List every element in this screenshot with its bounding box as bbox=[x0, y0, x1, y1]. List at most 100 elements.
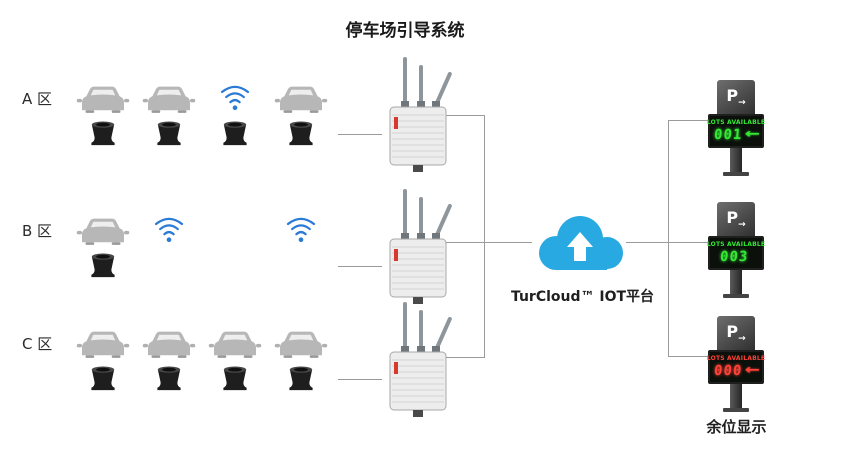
cloud-upload-icon bbox=[539, 216, 623, 270]
wifi-signal-icon bbox=[286, 217, 316, 243]
vacant-spot-signal bbox=[153, 212, 185, 248]
parking-spot-cell bbox=[136, 325, 202, 393]
connector-line bbox=[668, 242, 708, 243]
connector-line bbox=[668, 356, 708, 357]
led-panel-title: LOTS AVAILABLE bbox=[706, 240, 766, 248]
lots-display-1: P→ LOTS AVAILABLE 001 ← bbox=[706, 80, 766, 176]
sensor-slot bbox=[286, 120, 316, 148]
available-count: 001 bbox=[713, 126, 744, 143]
diagram-title: 停车场引导系统 bbox=[345, 21, 465, 41]
display-stand bbox=[730, 384, 742, 408]
ground-sensor-icon bbox=[91, 253, 115, 278]
led-panel: LOTS AVAILABLE 003 bbox=[706, 236, 766, 270]
parking-spot-cell bbox=[70, 325, 136, 393]
display-pylon: P→ bbox=[717, 316, 755, 352]
parking-spot-cell bbox=[202, 325, 268, 393]
car-icon bbox=[274, 331, 328, 358]
wireless-gateway-icon bbox=[389, 302, 452, 417]
sensor-slot bbox=[88, 365, 118, 393]
display-base bbox=[723, 408, 749, 412]
parking-spot-cell bbox=[70, 212, 136, 280]
sensor-slot bbox=[154, 365, 184, 393]
led-panel-title: LOTS AVAILABLE bbox=[706, 354, 766, 362]
ground-sensor-icon bbox=[289, 366, 313, 391]
ground-sensor-icon bbox=[157, 121, 181, 146]
sensor-slot bbox=[88, 252, 118, 280]
wireless-gateway-2 bbox=[380, 187, 456, 305]
parking-logo-arrow-icon: → bbox=[738, 98, 746, 109]
led-count-row: 000 ← bbox=[714, 363, 760, 379]
connector-line bbox=[626, 242, 668, 243]
parking-logo-arrow-icon: → bbox=[738, 334, 746, 345]
zone-b: B 区 bbox=[22, 212, 334, 280]
car-icon bbox=[76, 218, 130, 245]
sensor-slot bbox=[88, 120, 118, 148]
parking-spot-cell bbox=[268, 325, 334, 393]
ground-sensor-icon bbox=[157, 366, 181, 391]
ground-sensor-icon bbox=[91, 121, 115, 146]
connector-line bbox=[446, 357, 484, 358]
sensor-slot bbox=[220, 120, 250, 148]
sensor-slot bbox=[154, 120, 184, 148]
car-icon bbox=[208, 331, 262, 358]
occupied-spot bbox=[141, 325, 197, 361]
display-base bbox=[723, 294, 749, 298]
connector-line bbox=[668, 120, 708, 121]
car-icon bbox=[142, 86, 196, 113]
parking-logo: P→ bbox=[726, 321, 746, 345]
remaining-spaces-label: 余位显示 bbox=[706, 418, 767, 436]
wifi-signal-icon bbox=[220, 85, 250, 111]
cloud-platform-label: TurCloud™ IOT平台 bbox=[510, 289, 655, 305]
zone-c: C 区 bbox=[22, 325, 334, 393]
connector-line bbox=[338, 266, 382, 267]
zone-c-spots bbox=[70, 325, 334, 393]
parking-spot-cell bbox=[268, 212, 334, 280]
connector-line bbox=[338, 134, 382, 135]
led-count-row: 001 ← bbox=[713, 126, 760, 143]
occupied-spot bbox=[141, 80, 197, 116]
zone-a: A 区 bbox=[22, 80, 334, 148]
zone-b-spots bbox=[70, 212, 334, 280]
ground-sensor-icon bbox=[223, 366, 247, 391]
wireless-gateway-icon bbox=[389, 57, 452, 172]
ground-sensor-icon bbox=[223, 121, 247, 146]
led-count-row: 003 bbox=[719, 248, 752, 265]
ground-sensor-icon bbox=[91, 366, 115, 391]
parking-spot-cell bbox=[202, 212, 268, 280]
connector-line bbox=[446, 115, 484, 116]
sensor-slot bbox=[286, 365, 316, 393]
wireless-gateway-icon bbox=[389, 189, 452, 304]
wireless-gateway-3 bbox=[380, 300, 456, 418]
vacant-spot-signal bbox=[219, 80, 251, 116]
vacant-spot-signal bbox=[285, 212, 317, 248]
display-pylon: P→ bbox=[717, 80, 755, 116]
parking-logo: P→ bbox=[726, 207, 746, 231]
wireless-gateway-1 bbox=[380, 55, 456, 173]
connector-line bbox=[446, 242, 484, 243]
display-stand bbox=[730, 148, 742, 172]
occupied-spot bbox=[273, 325, 329, 361]
zone-a-spots bbox=[70, 80, 334, 148]
parking-spot-cell bbox=[268, 80, 334, 148]
available-count: 003 bbox=[719, 248, 749, 265]
display-base bbox=[723, 172, 749, 176]
lots-display-2: P→ LOTS AVAILABLE 003 bbox=[706, 202, 766, 298]
car-icon bbox=[76, 86, 130, 113]
cloud-platform bbox=[530, 203, 630, 277]
occupied-spot bbox=[273, 80, 329, 116]
connector-line bbox=[338, 379, 382, 380]
direction-arrow-icon: ← bbox=[744, 363, 760, 378]
occupied-spot bbox=[207, 325, 263, 361]
ground-sensor-icon bbox=[289, 121, 313, 146]
parking-spot-cell bbox=[202, 80, 268, 148]
parking-logo: P→ bbox=[726, 85, 746, 109]
display-pylon: P→ bbox=[717, 202, 755, 238]
display-stand bbox=[730, 270, 742, 294]
zone-b-label: B 区 bbox=[22, 222, 53, 240]
car-icon bbox=[142, 331, 196, 358]
direction-arrow-icon: ← bbox=[744, 127, 760, 142]
parking-logo-arrow-icon: → bbox=[738, 220, 746, 231]
occupied-spot bbox=[75, 80, 131, 116]
wifi-signal-icon bbox=[154, 217, 184, 243]
